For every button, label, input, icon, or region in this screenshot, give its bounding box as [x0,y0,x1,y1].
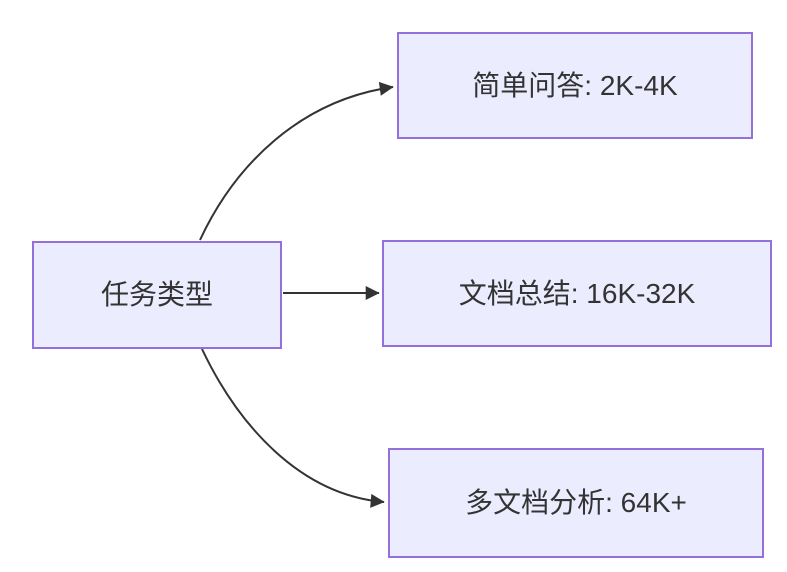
node-simple-qa: 简单问答: 2K-4K [397,32,753,139]
node-doc-summary: 文档总结: 16K-32K [382,240,772,347]
node-simple-qa-label: 简单问答: 2K-4K [472,69,678,101]
node-task-type: 任务类型 [32,241,282,349]
edge-root-to-multi-doc [201,348,385,508]
node-task-type-label: 任务类型 [100,279,213,311]
node-doc-summary-label: 文档总结: 16K-32K [458,277,696,309]
edge-root-to-simple-qa [199,81,394,241]
node-multi-doc-analysis: 多文档分析: 64K+ [388,448,764,558]
node-multi-doc-analysis-label: 多文档分析: 64K+ [465,487,687,519]
